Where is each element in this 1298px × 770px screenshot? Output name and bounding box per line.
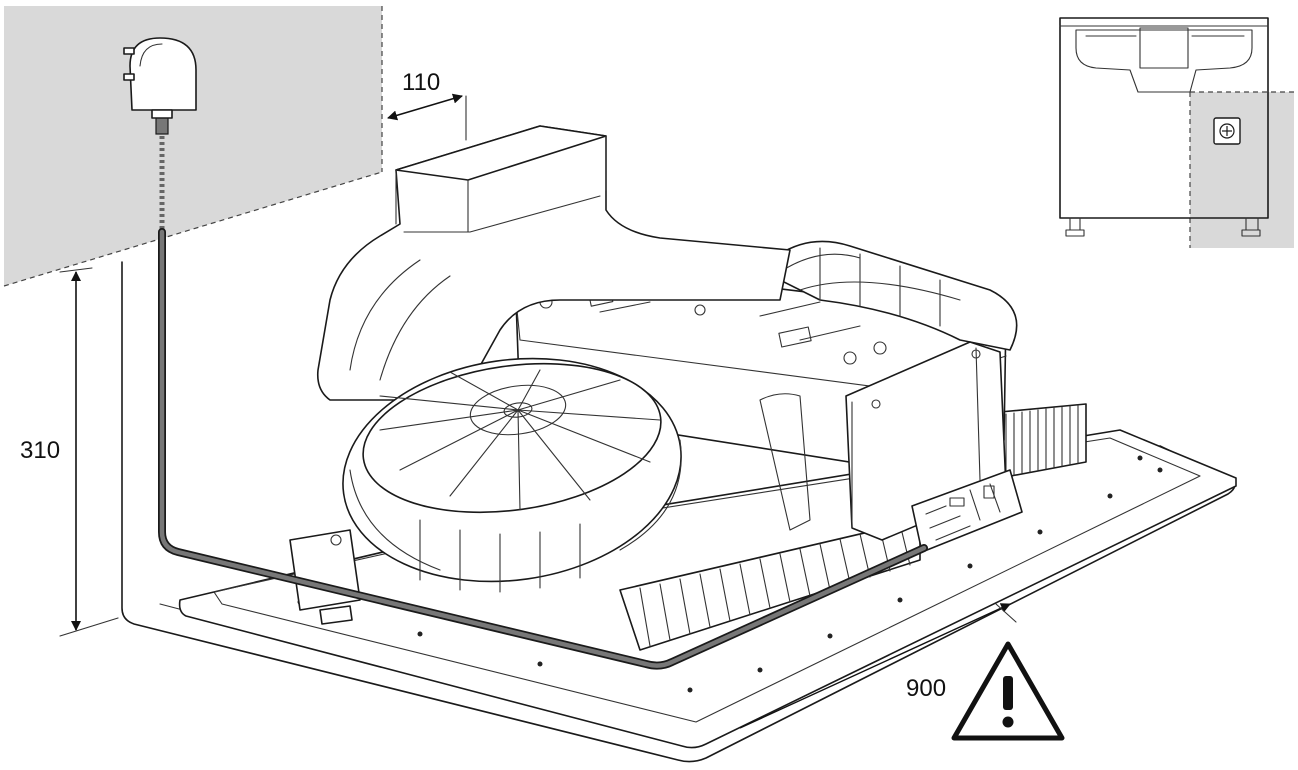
rear-motor	[759, 240, 1018, 351]
dimension-310-label: 310	[20, 437, 60, 464]
dimension-900: 900	[739, 603, 1017, 729]
plug-icon	[123, 37, 197, 119]
dimension-310: 310	[20, 267, 119, 637]
dimension-110: 110	[387, 69, 467, 141]
front-heat-sink	[619, 519, 921, 651]
socket-zone	[3, 6, 383, 287]
power-cable	[155, 111, 928, 670]
fan-bracket	[289, 529, 361, 625]
inset-cabinet-view	[1059, 17, 1294, 248]
dimension-900-label: 900	[906, 675, 946, 702]
wall-socket-icon	[1213, 117, 1241, 145]
dimension-110-label: 110	[402, 69, 440, 96]
warning-triangle-icon	[951, 641, 1065, 741]
circuit-board	[911, 469, 1023, 553]
fan-unit	[342, 357, 682, 593]
air-duct	[316, 125, 791, 401]
plate-screws	[297, 447, 1163, 693]
